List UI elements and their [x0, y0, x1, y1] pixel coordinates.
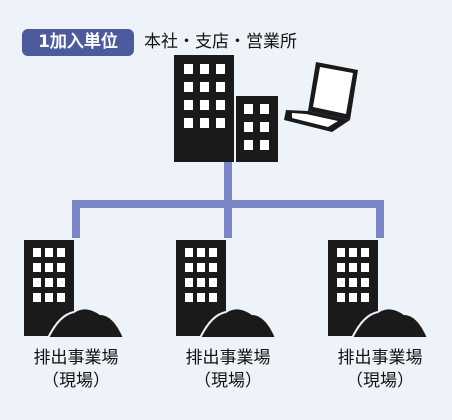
- site-sub: （現場）: [194, 371, 262, 391]
- join-unit-badge: 1加入単位: [22, 29, 134, 56]
- construction-site-icon: [24, 240, 126, 339]
- site-name: 排出事業場: [33, 348, 119, 368]
- site-label: 排出事業場 （現場）: [310, 347, 450, 393]
- office-building-icon: [174, 55, 278, 162]
- site-name: 排出事業場: [337, 348, 423, 368]
- site-label: 排出事業場 （現場）: [6, 347, 146, 393]
- construction-site-icon: [328, 240, 430, 339]
- site-sub: （現場）: [42, 371, 110, 391]
- head-office-label: 本社・支店・営業所: [144, 32, 297, 52]
- site-label: 排出事業場 （現場）: [158, 347, 298, 393]
- connector-lines: [72, 160, 384, 238]
- laptop-icon: [284, 62, 358, 132]
- construction-site-icon: [176, 240, 278, 339]
- site-sub: （現場）: [346, 371, 414, 391]
- site-name: 排出事業場: [185, 348, 271, 368]
